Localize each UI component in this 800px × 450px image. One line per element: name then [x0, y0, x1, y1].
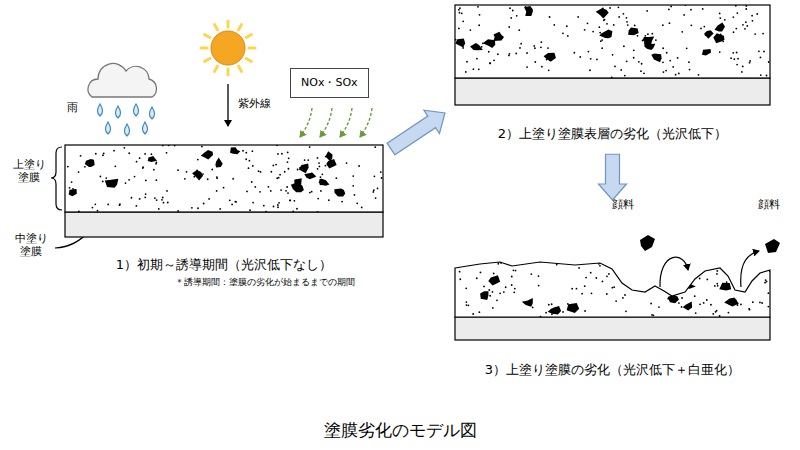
- pigment-texture: [455, 5, 770, 78]
- top-coat-bracket: [51, 147, 62, 210]
- middle-coat-film: [455, 317, 770, 340]
- pigment-texture: [67, 145, 382, 212]
- uv-label: 紫外線: [238, 97, 271, 110]
- top-coat-film: [455, 262, 770, 317]
- node-text: 3）上塗り塗膜の劣化（光沢低下＋白亜化）: [455, 362, 770, 378]
- rain-cloud: [88, 63, 156, 97]
- release-arrow: [741, 251, 759, 287]
- figure-title: 塗膜劣化のモデル図: [0, 420, 800, 440]
- uv-arrow: [227, 84, 228, 126]
- stage-panel: 2）上塗り塗膜表層の劣化（光沢低下）: [455, 5, 770, 142]
- rain-label: 雨: [67, 101, 78, 114]
- block-arrow: [387, 110, 445, 155]
- top-coat-film: [65, 145, 383, 212]
- pigment-label: 顔料: [612, 198, 634, 211]
- block-arrow: [599, 154, 627, 200]
- top-coat-film: [455, 5, 770, 78]
- pigment-label: 顔料: [758, 198, 780, 211]
- pigment-flake: [765, 239, 780, 253]
- node-text: 2）上塗り塗膜表層の劣化（光沢低下）: [455, 126, 770, 142]
- middle-coat-film: [455, 78, 770, 105]
- node-text: NOx・SOx: [301, 76, 358, 90]
- middle-coat-film: [65, 212, 383, 237]
- rain-drops: [98, 104, 155, 136]
- gas-arrows: [300, 108, 372, 137]
- sun-rays: [201, 21, 255, 75]
- pigment-flake: [640, 235, 655, 251]
- layer-label: 上塗り 塗膜: [10, 158, 48, 184]
- gas-box: NOx・SOx: [290, 68, 369, 98]
- pigment-texture: [459, 261, 771, 317]
- sun: [211, 31, 245, 65]
- stage-panel: 1）初期～誘導期間（光沢低下なし）: [65, 145, 383, 273]
- layer-label: 中塗り 塗膜: [12, 232, 50, 258]
- stage-panel: 3）上塗り塗膜の劣化（光沢低下＋白亜化）: [455, 258, 770, 378]
- node-text: 1）初期～誘導期間（光沢低下なし）: [65, 257, 383, 273]
- footnote: ＊誘導期間：塗膜の劣化が始まるまでの期間: [175, 277, 355, 288]
- release-arrow: [660, 257, 688, 287]
